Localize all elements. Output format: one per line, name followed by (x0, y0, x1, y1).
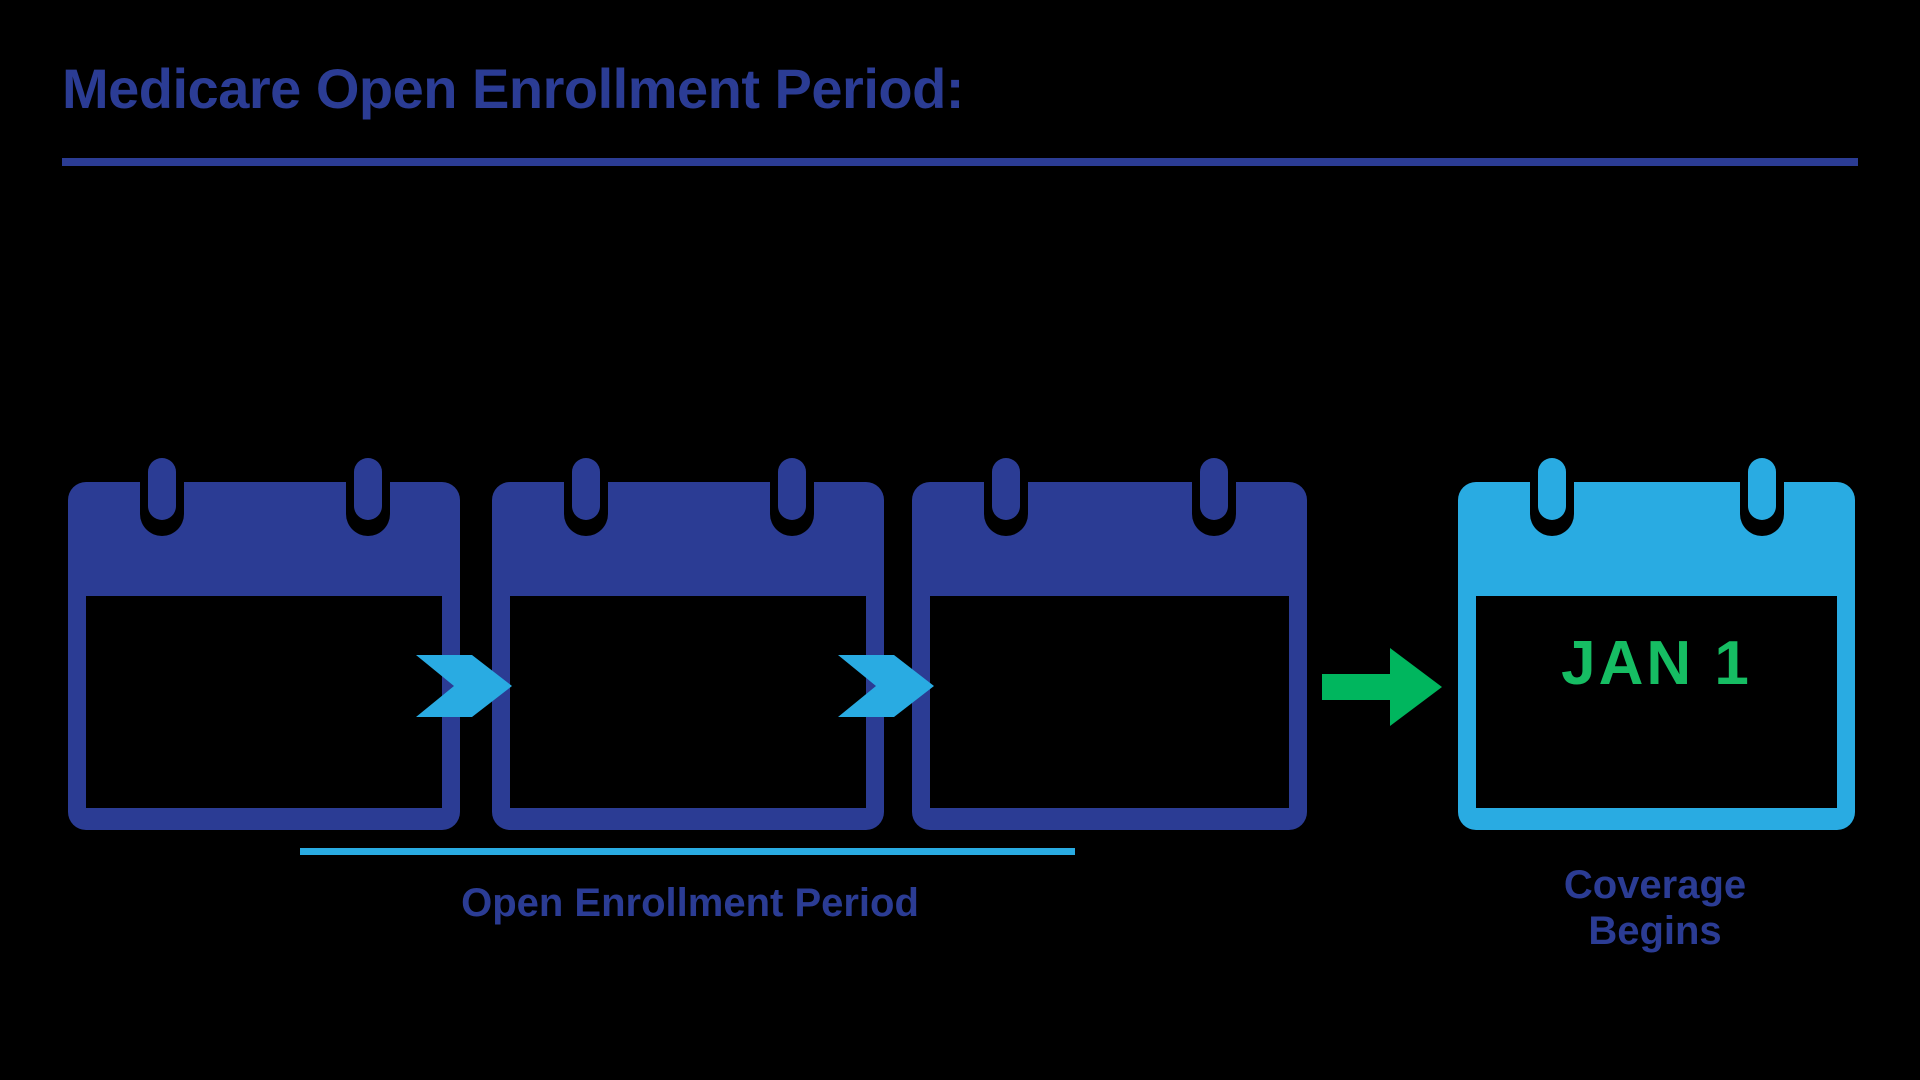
calendar-ring-right-icon (770, 458, 814, 536)
enrollment-period-bracket (300, 848, 1075, 855)
calendar-enrollment-1 (68, 458, 460, 830)
title-underline-rule (62, 158, 1858, 166)
calendar-enrollment-2 (492, 458, 884, 830)
calendar-ring-right-icon (1740, 458, 1784, 536)
calendar-body (1458, 482, 1855, 830)
calendar-ring-left-icon (140, 458, 184, 536)
page-title: Medicare Open Enrollment Period: (62, 57, 964, 120)
chevron-double-right-icon (416, 655, 512, 717)
calendar-ring-left-icon (1530, 458, 1574, 536)
coverage-date-label: JAN 1 (1561, 629, 1752, 698)
calendar-ring-right-icon (346, 458, 390, 536)
calendar-enrollment-3 (912, 458, 1307, 830)
chevron-double-right-icon (838, 655, 934, 717)
calendar-body (912, 482, 1307, 830)
calendar-page-area (1476, 596, 1837, 808)
calendar-coverage-begins: JAN 1 (1458, 458, 1855, 830)
calendar-page-area (86, 596, 442, 808)
coverage-begins-caption: Coverage Begins (1563, 863, 1747, 954)
calendar-ring-left-icon (984, 458, 1028, 536)
enrollment-period-caption: Open Enrollment Period (461, 881, 919, 925)
calendar-ring-right-icon (1192, 458, 1236, 536)
calendar-ring-left-icon (564, 458, 608, 536)
arrow-right-icon (1322, 648, 1442, 726)
calendar-page-area (510, 596, 866, 808)
calendar-body (492, 482, 884, 830)
calendar-page-area (930, 596, 1289, 808)
calendar-body (68, 482, 460, 830)
